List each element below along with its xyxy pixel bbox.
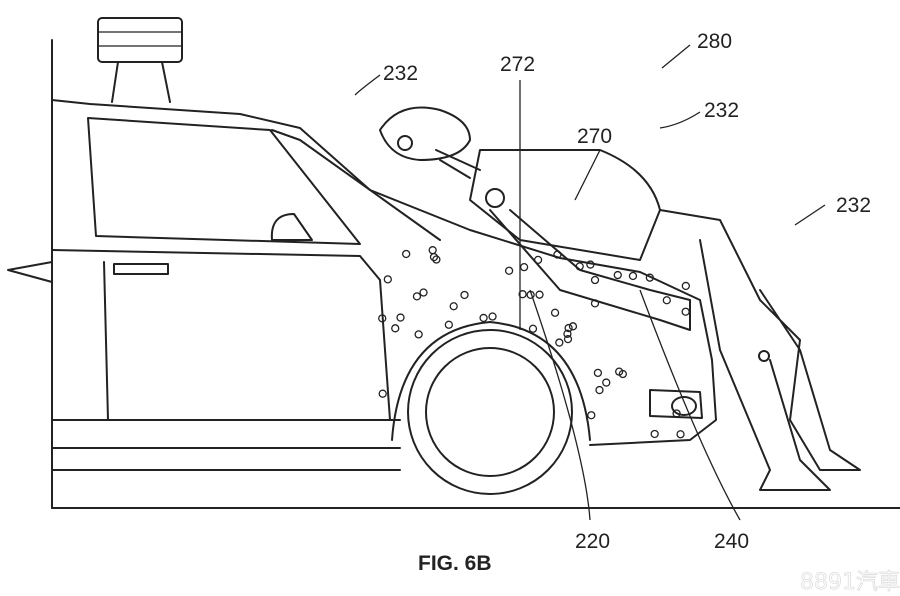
adhesive-dots	[378, 246, 690, 439]
adhesive-dot	[555, 338, 564, 347]
adhesive-dot	[672, 409, 681, 418]
adhesive-dot	[593, 368, 603, 378]
adhesive-dot	[587, 411, 596, 420]
adhesive-dot	[681, 307, 690, 316]
figure-caption: FIG. 6B	[418, 552, 492, 575]
adhesive-dot	[449, 302, 458, 311]
adhesive-dot	[518, 290, 527, 299]
adhesive-dot	[550, 308, 560, 317]
adhesive-dot	[628, 271, 638, 281]
adhesive-dot	[383, 275, 392, 284]
adhesive-dot	[645, 273, 654, 282]
adhesive-dot	[432, 255, 441, 264]
roof-sensor	[97, 17, 183, 103]
adhesive-dot	[590, 299, 600, 308]
leader-lines	[354, 44, 826, 521]
adhesive-dot	[595, 385, 604, 395]
adhesive-dot	[586, 260, 595, 269]
adhesive-dot	[535, 290, 544, 299]
adhesive-dot	[575, 262, 584, 271]
adhesive-dot	[396, 313, 405, 322]
label-270: 270	[577, 125, 612, 148]
adhesive-dot	[615, 367, 624, 376]
adhesive-dot	[412, 292, 422, 301]
label-232-left: 232	[383, 62, 418, 85]
adhesive-dot	[444, 320, 454, 329]
adhesive-dot	[528, 324, 538, 333]
adhesive-dot	[602, 378, 611, 387]
adhesive-dot	[676, 430, 685, 439]
adhesive-dot	[590, 275, 600, 285]
adhesive-dot	[613, 270, 622, 280]
adhesive-dot	[504, 266, 514, 275]
adhesive-dot	[488, 312, 497, 321]
label-232-right: 232	[836, 194, 871, 217]
pedestrian-dummy	[379, 106, 861, 491]
adhesive-dot	[378, 314, 387, 323]
adhesive-dot	[553, 250, 562, 259]
adhesive-dot	[419, 288, 428, 297]
label-272: 272	[500, 53, 535, 76]
label-232-mid: 232	[704, 99, 739, 122]
adhesive-dot	[568, 322, 578, 331]
wheel	[391, 321, 591, 495]
adhesive-dot	[563, 334, 573, 344]
adhesive-dot	[564, 323, 573, 333]
adhesive-dot	[428, 246, 437, 255]
adhesive-dot	[533, 255, 543, 265]
adhesive-dot	[378, 389, 387, 398]
adhesive-dot	[650, 429, 659, 439]
label-220: 220	[575, 530, 610, 553]
adhesive-dot	[414, 330, 423, 339]
adhesive-dot	[681, 281, 690, 291]
label-280: 280	[697, 30, 732, 53]
adhesive-dot	[563, 329, 572, 338]
adhesive-dot	[402, 249, 411, 259]
adhesive-dot	[519, 262, 529, 272]
label-240: 240	[714, 530, 749, 553]
car	[7, 99, 717, 471]
adhesive-dot	[460, 290, 469, 300]
adhesive-dot	[391, 324, 400, 333]
watermark: 8891汽車	[800, 570, 900, 595]
adhesive-dot	[479, 313, 488, 323]
adhesive-dot	[662, 296, 671, 305]
